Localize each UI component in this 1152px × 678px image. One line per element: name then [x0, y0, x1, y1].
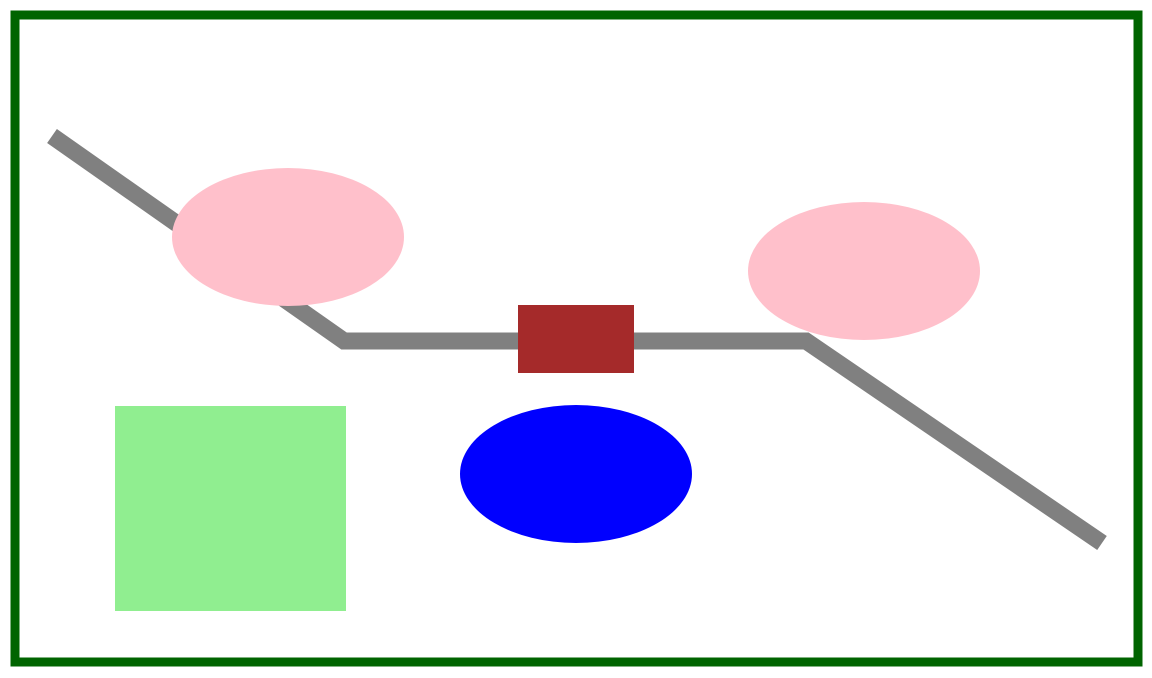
- brown-rectangle: [518, 305, 634, 373]
- pink-ellipse-right: [748, 202, 980, 340]
- pink-ellipse-left: [172, 168, 404, 306]
- green-rectangle: [115, 406, 346, 611]
- blue-ellipse: [460, 405, 692, 543]
